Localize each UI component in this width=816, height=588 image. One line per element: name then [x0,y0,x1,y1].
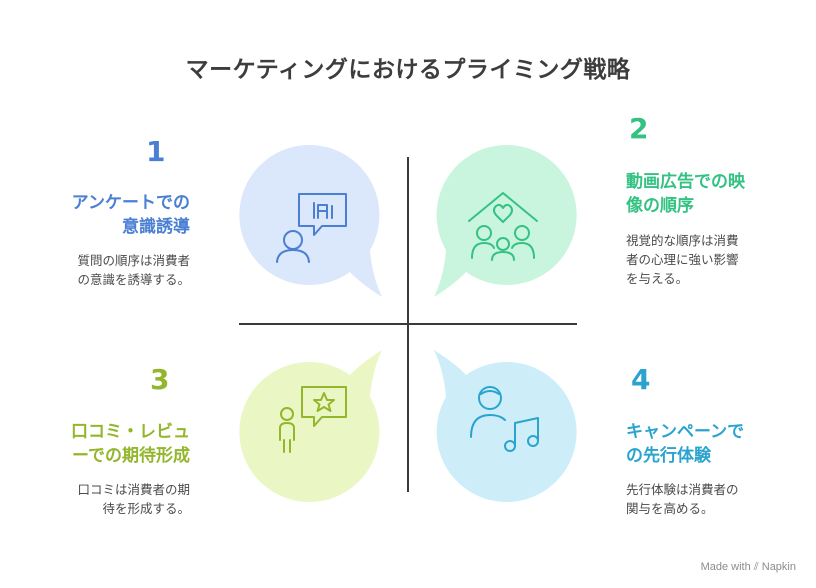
description-q1-line-1: 質問の順序は消費者 [77,253,190,268]
heading-q1-line-2: 意識誘導 [122,217,190,237]
person-star-review-icon [279,386,347,453]
description-q3-line-2: 待を形成する。 [102,501,190,516]
heading-q2-line-2: 像の順序 [626,196,694,216]
step-number-4: 4 [631,363,651,396]
description-q2-line-1: 視覚的な順序は消費 [626,233,739,248]
bubble-q1 [239,144,382,297]
heading-q1: アンケートでの 意識誘導 [72,191,190,239]
bubble-q4 [434,350,577,503]
heading-q3-line-2: ーでの期待形成 [72,446,190,466]
description-q3: 口コミは消費者の期 待を形成する。 [77,480,190,518]
made-with-label: Made with [700,561,751,573]
description-q2: 視覚的な順序は消費 者の心理に強い影響 を与える。 [626,231,739,288]
heading-q3-line-1: 口コミ・レビュ [71,422,190,442]
description-q4: 先行体験は消費者の 関与を高める。 [626,480,739,518]
description-q2-line-2: 者の心理に強い影響 [626,252,739,267]
made-with-napkin[interactable]: Made with ⫽ Napkin [701,561,796,574]
description-q3-line-1: 口コミは消費者の期 [77,482,190,497]
heading-q4-line-1: キャンペーンで [626,422,745,442]
description-q1-line-2: の意識を誘導する。 [77,272,190,287]
description-q1: 質問の順序は消費者 の意識を誘導する。 [77,251,190,289]
napkin-logo-icon: ⫽ [753,561,759,573]
person-music-icon [470,386,539,452]
description-q4-line-2: 関与を高める。 [626,501,714,516]
survey-person-icon [276,193,347,263]
heading-q3: 口コミ・レビュ ーでの期待形成 [71,420,190,468]
heading-q4: キャンペーンで の先行体験 [626,420,744,468]
heading-q1-line-1: アンケートでの [71,193,190,213]
step-number-3: 3 [150,363,170,396]
page-title: マーケティングにおけるプライミング戦略 [185,57,631,83]
description-q4-line-1: 先行体験は消費者の [626,482,739,497]
heading-q2-line-1: 動画広告での映 [626,172,745,192]
description-q2-line-3: を与える。 [626,271,689,286]
family-home-heart-icon [468,192,538,261]
heading-q2: 動画広告での映 像の順序 [626,170,745,218]
napkin-brand: Napkin [761,561,796,573]
bubble-q3 [239,350,382,503]
step-number-2: 2 [629,112,649,145]
step-number-1: 1 [146,135,166,168]
heading-q4-line-2: の先行体験 [626,446,711,466]
